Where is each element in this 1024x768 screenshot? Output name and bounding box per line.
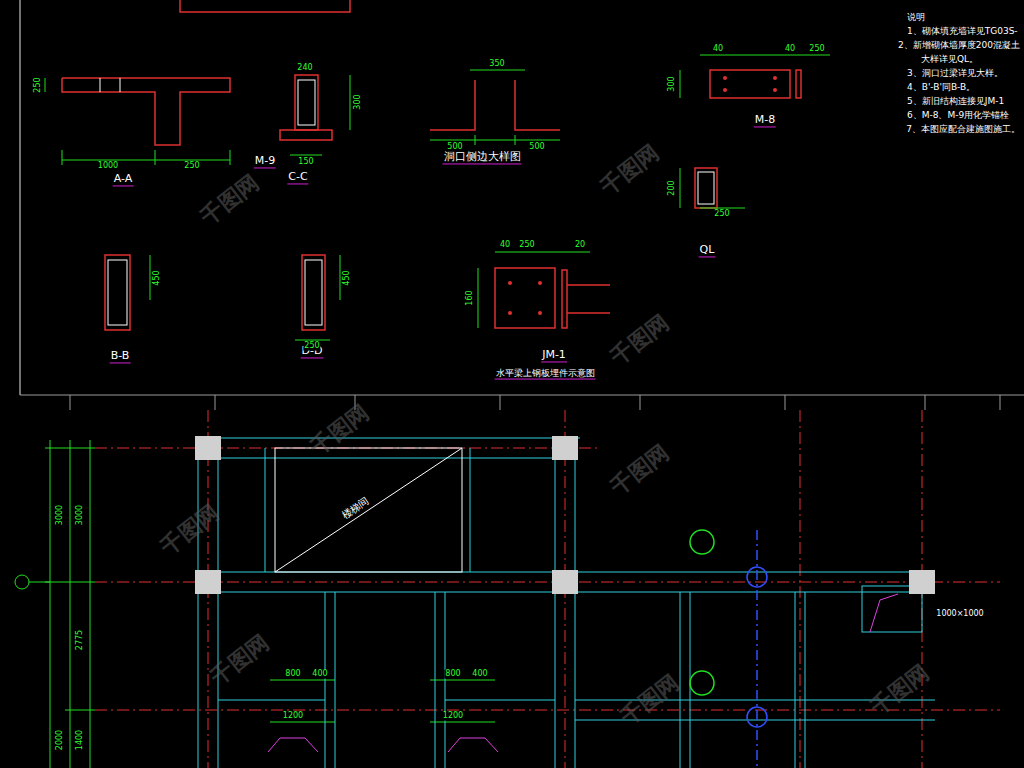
dimension-text: 400 xyxy=(311,670,328,679)
dimension-lines xyxy=(15,55,830,768)
dimension-text: 800 xyxy=(284,670,301,679)
dimension-text: 250 xyxy=(34,76,43,93)
watermark: 千图网 xyxy=(207,630,274,690)
dimension-text: 3000 xyxy=(76,504,85,526)
dimension-text: 500 xyxy=(528,143,545,152)
detail-sections xyxy=(62,0,801,330)
section-title: 水平梁上钢板埋件示意图 xyxy=(495,369,596,380)
dimension-text: 250 xyxy=(183,162,200,171)
section-markers xyxy=(690,530,767,768)
dimension-text: 1200 xyxy=(442,712,464,721)
wall-lines xyxy=(195,438,935,768)
note-text: 6、M-8、M-9用化学锚栓 xyxy=(906,111,1010,121)
section-title: QL xyxy=(699,244,716,257)
dimension-text: 150 xyxy=(297,158,314,167)
dimension-text: 200 xyxy=(668,179,677,196)
dimension-text: 20 xyxy=(574,241,586,250)
section-title: M-8 xyxy=(754,114,776,127)
note-text: 说明 xyxy=(906,13,926,23)
note-text: 2、新增砌体墙厚度200混凝土 xyxy=(897,41,1021,51)
anchor-dots xyxy=(508,76,777,315)
watermark: 千图网 xyxy=(867,660,934,720)
stair-opening xyxy=(275,448,898,632)
section-title: 洞口侧边大样图 xyxy=(443,151,522,164)
note-text: 大样详见QL。 xyxy=(920,55,979,65)
dimension-text: 300 xyxy=(354,93,363,110)
dimension-text: 800 xyxy=(444,670,461,679)
dimension-text: 2000 xyxy=(56,729,65,751)
watermark: 千图网 xyxy=(607,440,674,500)
dimension-text: 1000 xyxy=(97,162,119,171)
dimension-text: 250 xyxy=(713,210,730,219)
dimension-text: 3000 xyxy=(56,504,65,526)
columns xyxy=(195,436,935,594)
axis-lines xyxy=(95,410,1000,768)
dimension-text: 450 xyxy=(153,269,162,286)
watermark: 千图网 xyxy=(197,170,264,230)
watermark: 千图网 xyxy=(597,140,664,200)
note-text: 5、新旧结构连接见JM-1 xyxy=(906,97,1005,107)
dimension-text: 400 xyxy=(471,670,488,679)
dimension-text: 40 xyxy=(499,241,511,250)
dimension-text: 450 xyxy=(343,269,352,286)
room-name: 楼梯间 xyxy=(339,494,372,521)
dimension-text: 250 xyxy=(808,45,825,54)
dimension-text: 500 xyxy=(446,143,463,152)
dimension-text: 250 xyxy=(303,342,320,351)
section-title: M-9 xyxy=(254,155,276,168)
watermark: 千图网 xyxy=(307,400,374,460)
dimension-text: 1200 xyxy=(282,712,304,721)
dimension-text: 40 xyxy=(712,45,724,54)
dimension-text: 250 xyxy=(518,241,535,250)
dimension-text: 240 xyxy=(296,64,313,73)
section-title: B-B xyxy=(110,350,131,363)
dimension-text: 160 xyxy=(466,289,475,306)
rebar-lines xyxy=(100,78,714,325)
dimension-text: 300 xyxy=(668,75,677,92)
dimension-text: 40 xyxy=(784,45,796,54)
anchor-symbols xyxy=(268,738,498,752)
note-text: 7、本图应配合建施图施工。 xyxy=(905,125,1021,135)
dimension-text: 350 xyxy=(488,60,505,69)
section-title: C-C xyxy=(287,171,308,184)
note-text: 4、B'-B'同B-B。 xyxy=(906,83,976,93)
section-title: JM-1 xyxy=(541,349,567,362)
frame xyxy=(20,0,1024,410)
dimension-text: 1400 xyxy=(76,729,85,751)
section-title: A-A xyxy=(113,173,134,186)
watermark: 千图网 xyxy=(617,670,684,730)
dimension-text: 2775 xyxy=(76,629,85,651)
note-text: 1、砌体填充墙详见TG03S- xyxy=(906,27,1019,37)
note-text: 3、洞口过梁详见大样。 xyxy=(906,69,1004,79)
watermark: 千图网 xyxy=(157,500,224,560)
watermark: 千图网 xyxy=(607,310,674,370)
room-size: 1000×1000 xyxy=(935,610,984,619)
